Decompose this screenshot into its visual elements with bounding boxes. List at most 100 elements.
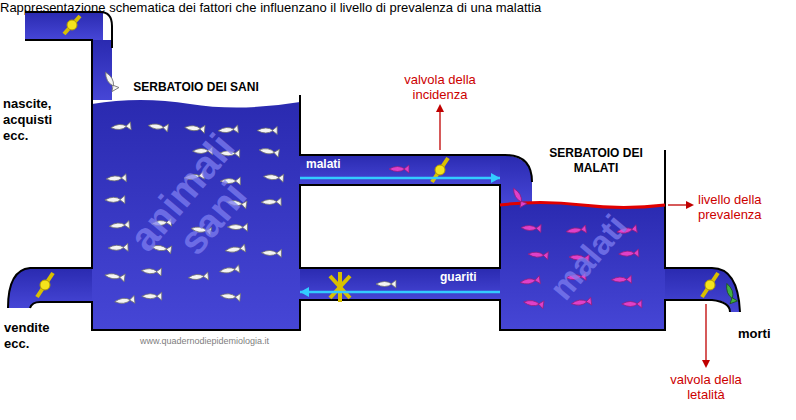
- fish-body: [220, 293, 236, 300]
- fish: [263, 172, 284, 182]
- tank-node: SERBATOIO DEI MALATI malati: [500, 140, 665, 330]
- flow-label: malati: [306, 157, 341, 171]
- fish-tail: [534, 276, 540, 285]
- valve-label: valvola della incidenza: [388, 72, 492, 102]
- fish: [611, 275, 631, 283]
- flow-arrow: [300, 287, 500, 297]
- fish-body: [225, 246, 242, 253]
- fish-tail: [120, 196, 125, 204]
- fish-tail: [119, 273, 125, 282]
- fish-body: [104, 273, 121, 280]
- tank-watermark: animali sani: [118, 122, 276, 288]
- fish-body: [611, 277, 627, 282]
- fish: [148, 121, 169, 132]
- fish-body: [108, 245, 124, 251]
- fish: [106, 174, 126, 183]
- fish-body: [511, 187, 523, 203]
- fish-body: [521, 225, 537, 231]
- fish-body: [148, 123, 165, 130]
- tank-heading: SERBATOIO DEI SANI: [112, 80, 280, 95]
- diagram-title: Rappresentazione schematica dei fattori …: [0, 0, 796, 15]
- tank-node: SERBATOIO DEI SANI animali sani: [92, 60, 300, 330]
- fish-body: [142, 294, 158, 299]
- fish-tail: [125, 122, 131, 130]
- flow-line: [300, 177, 500, 180]
- fish: [108, 243, 128, 252]
- fish-tail: [129, 295, 135, 304]
- fish-body: [528, 251, 544, 257]
- fish: [219, 265, 240, 276]
- fish-tail: [156, 268, 162, 276]
- fish-tail: [157, 292, 162, 300]
- fish: [723, 282, 737, 304]
- fish-body: [106, 175, 122, 181]
- fish-tail: [235, 293, 241, 301]
- fish: [104, 271, 125, 282]
- fish: [618, 249, 638, 258]
- leader-lines: [436, 104, 710, 368]
- water: [8, 12, 740, 330]
- fish: [220, 291, 241, 301]
- fish-body: [725, 283, 735, 300]
- fish-tail: [391, 280, 396, 288]
- flow-arrow: [300, 173, 500, 183]
- fish-tail: [121, 174, 126, 182]
- fish-tail: [626, 275, 631, 283]
- fish-tail: [276, 249, 281, 257]
- fish-body: [261, 250, 277, 255]
- fish-body: [376, 282, 392, 287]
- fish: [111, 122, 132, 132]
- watermark-url: www.quadernodiepidemiologia.it: [140, 336, 310, 346]
- fish: [521, 224, 541, 233]
- fish: [184, 123, 205, 133]
- fish-body: [259, 147, 276, 155]
- fish-body: [619, 251, 635, 257]
- fish-tail: [163, 123, 169, 132]
- fish: [225, 244, 246, 255]
- fish: [622, 300, 642, 308]
- valve-label: valvola della letalità: [654, 372, 758, 402]
- fish-body: [566, 227, 583, 234]
- fish-body: [219, 267, 236, 274]
- arrow-head: [491, 173, 500, 183]
- fish: [188, 272, 209, 282]
- fish: [523, 298, 544, 309]
- fish-tail: [518, 199, 527, 207]
- fish: [257, 126, 277, 134]
- fish-tail: [633, 249, 638, 257]
- fish-tail: [637, 300, 642, 308]
- fish-body: [103, 71, 115, 87]
- fish: [102, 70, 119, 91]
- fish: [519, 276, 540, 287]
- outflow-label: morti: [738, 326, 788, 341]
- tank-watermark: malati: [536, 200, 639, 314]
- fish-tail: [233, 125, 239, 133]
- fish: [261, 249, 281, 258]
- fish: [258, 146, 279, 157]
- fish-body: [257, 128, 273, 133]
- fish-body: [109, 222, 125, 228]
- tank-walls: [8, 12, 740, 330]
- fish: [105, 196, 125, 204]
- fish-tail: [586, 297, 592, 306]
- fish-body: [523, 299, 540, 306]
- fish-body: [111, 124, 127, 130]
- inflow-label: nascite, acquisti ecc.: [3, 96, 77, 144]
- level-label: livello della prevalenza: [698, 192, 792, 222]
- fish-body: [389, 167, 405, 172]
- outflow-label: vendite ecc.: [4, 320, 66, 352]
- fish: [114, 295, 135, 305]
- fish-body: [141, 268, 157, 274]
- fish-body: [185, 125, 201, 132]
- fish-tail: [272, 126, 277, 134]
- fish-tail: [404, 165, 409, 173]
- fish-tail: [278, 174, 284, 182]
- fish: [142, 292, 162, 300]
- tank-heading: SERBATOIO DEI MALATI: [540, 146, 652, 176]
- fish-body: [105, 197, 121, 202]
- fish: [528, 250, 549, 260]
- fish-tail: [240, 244, 246, 253]
- flow-label: guariti: [440, 270, 477, 284]
